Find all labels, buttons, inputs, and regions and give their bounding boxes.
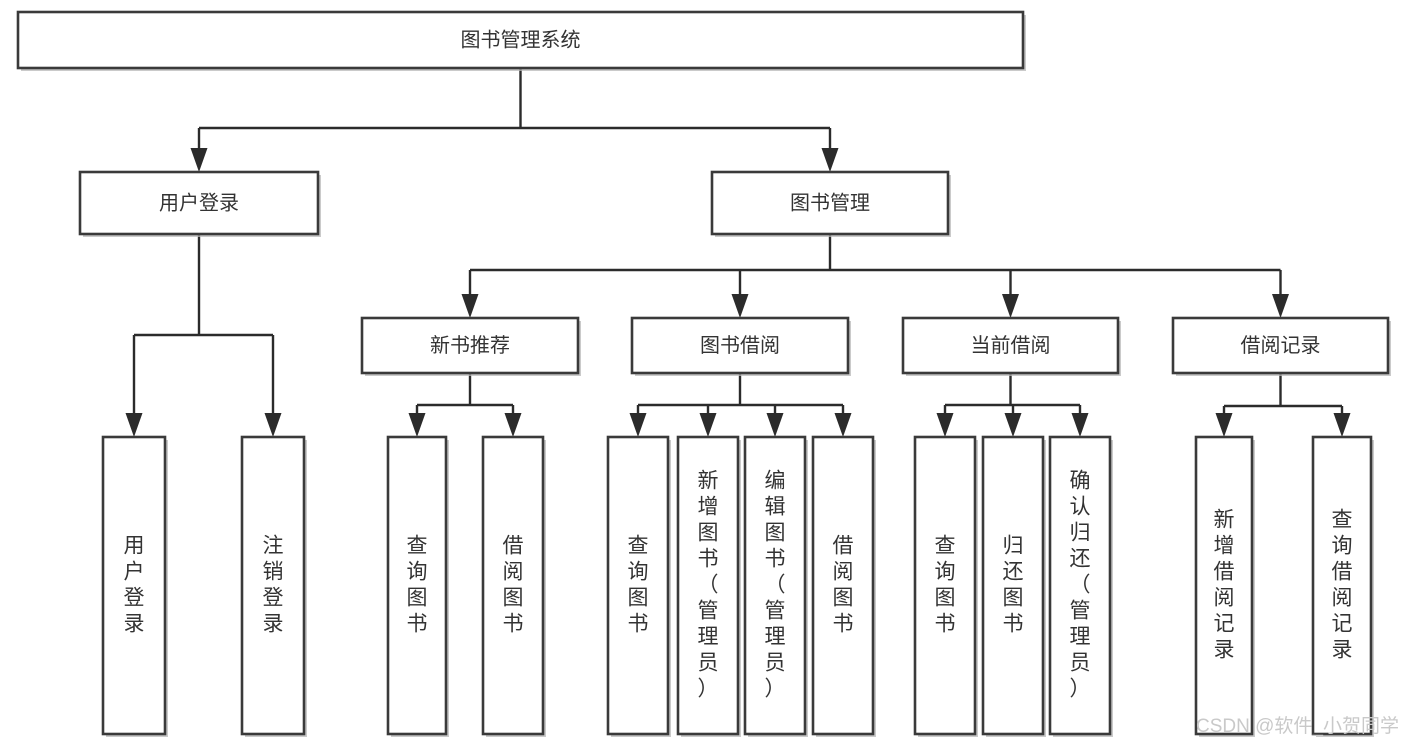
node-leaf-query-book-2[interactable]: 查询图书 <box>606 435 671 737</box>
connector-layer <box>125 68 1351 437</box>
node-box[interactable] <box>78 170 320 236</box>
node-label: 查询借阅记录 <box>1332 508 1353 661</box>
arrow-head <box>264 413 282 437</box>
node-box[interactable] <box>606 435 670 736</box>
node-root[interactable]: 图书管理系统 <box>16 10 1026 71</box>
node-label: 图书管理系统 <box>461 28 581 51</box>
node-box[interactable] <box>630 316 850 375</box>
node-label: 借阅图书 <box>503 534 524 635</box>
node-new-book-recommend[interactable]: 新书推荐 <box>360 316 581 376</box>
node-box[interactable] <box>101 435 167 736</box>
node-label: 借阅图书 <box>833 534 854 635</box>
arrow-head <box>190 148 208 172</box>
node-leaf-query-book-1[interactable]: 查询图书 <box>386 435 449 737</box>
node-box[interactable] <box>710 170 950 236</box>
arrow-head <box>1002 294 1019 318</box>
node-box[interactable] <box>811 435 875 736</box>
arrow-head <box>504 413 522 437</box>
node-layer: 图书管理系统用户登录用户登录注销登录图书管理新书推荐查询图书借阅图书图书借阅查询… <box>16 10 1391 737</box>
node-label: 归还图书 <box>1003 534 1024 635</box>
node-box[interactable] <box>1311 435 1373 736</box>
watermark-text: CSDN @软件_小贺同学 <box>1196 715 1399 737</box>
node-book-manage[interactable]: 图书管理 <box>710 170 951 237</box>
arrow-head <box>936 413 954 437</box>
node-label: 用户登录 <box>159 191 239 214</box>
node-box[interactable] <box>981 435 1045 736</box>
node-leaf-borrow-book-2[interactable]: 借阅图书 <box>811 435 876 737</box>
node-box[interactable] <box>360 316 580 375</box>
node-box[interactable] <box>901 316 1120 375</box>
node-label: 注销登录 <box>263 534 284 635</box>
node-leaf-edit-book[interactable]: 编辑图书（管理员） <box>743 435 808 737</box>
node-leaf-query-book-3[interactable]: 查询图书 <box>913 435 978 737</box>
node-user-login[interactable]: 用户登录 <box>78 170 321 237</box>
node-label: 查询图书 <box>407 534 428 635</box>
node-label: 图书管理 <box>790 191 870 214</box>
node-box[interactable] <box>676 435 740 736</box>
node-label: 编辑图书（管理员） <box>765 469 786 700</box>
arrow-head <box>125 413 143 437</box>
arrow-head <box>731 294 749 318</box>
node-box[interactable] <box>16 10 1025 70</box>
arrow-head <box>629 413 647 437</box>
node-leaf-add-record[interactable]: 新增借阅记录 <box>1194 435 1255 737</box>
arrow-head <box>766 413 784 437</box>
node-label: 当前借阅 <box>971 334 1051 357</box>
node-box[interactable] <box>913 435 977 736</box>
node-leaf-user-login[interactable]: 用户登录 <box>101 435 168 737</box>
node-leaf-add-book[interactable]: 新增图书（管理员） <box>676 435 741 737</box>
node-box[interactable] <box>743 435 807 736</box>
arrow-head <box>1215 413 1233 437</box>
node-label: 查询图书 <box>935 534 956 635</box>
arrow-head <box>461 294 479 318</box>
arrow-head <box>1071 413 1089 437</box>
node-book-borrow[interactable]: 图书借阅 <box>630 316 851 376</box>
node-box[interactable] <box>1171 316 1390 375</box>
arrow-head <box>834 413 852 437</box>
node-leaf-borrow-book-1[interactable]: 借阅图书 <box>481 435 546 737</box>
node-label: 新增图书（管理员） <box>698 469 719 700</box>
node-label: 确认归还（管理员） <box>1070 469 1091 700</box>
node-leaf-confirm-return[interactable]: 确认归还（管理员） <box>1048 435 1113 737</box>
arrow-head <box>1004 413 1022 437</box>
node-box[interactable] <box>386 435 448 736</box>
arrow-head <box>821 148 839 172</box>
node-box[interactable] <box>481 435 545 736</box>
node-label: 用户登录 <box>124 534 145 635</box>
node-current-borrow[interactable]: 当前借阅 <box>901 316 1121 376</box>
node-label: 查询图书 <box>628 534 649 635</box>
node-box[interactable] <box>240 435 306 736</box>
node-borrow-record[interactable]: 借阅记录 <box>1171 316 1391 376</box>
node-leaf-query-record[interactable]: 查询借阅记录 <box>1311 435 1374 737</box>
node-label: 新书推荐 <box>430 334 510 357</box>
arrow-head <box>1333 413 1351 437</box>
node-leaf-return-book[interactable]: 归还图书 <box>981 435 1046 737</box>
node-label: 借阅记录 <box>1241 334 1321 357</box>
node-label: 新增借阅记录 <box>1214 508 1235 661</box>
arrow-head <box>1272 294 1289 318</box>
arrow-head <box>408 413 426 437</box>
node-leaf-logout[interactable]: 注销登录 <box>240 435 307 737</box>
arrow-head <box>699 413 717 437</box>
node-label: 图书借阅 <box>700 334 780 357</box>
node-box[interactable] <box>1194 435 1254 736</box>
node-box[interactable] <box>1048 435 1112 736</box>
